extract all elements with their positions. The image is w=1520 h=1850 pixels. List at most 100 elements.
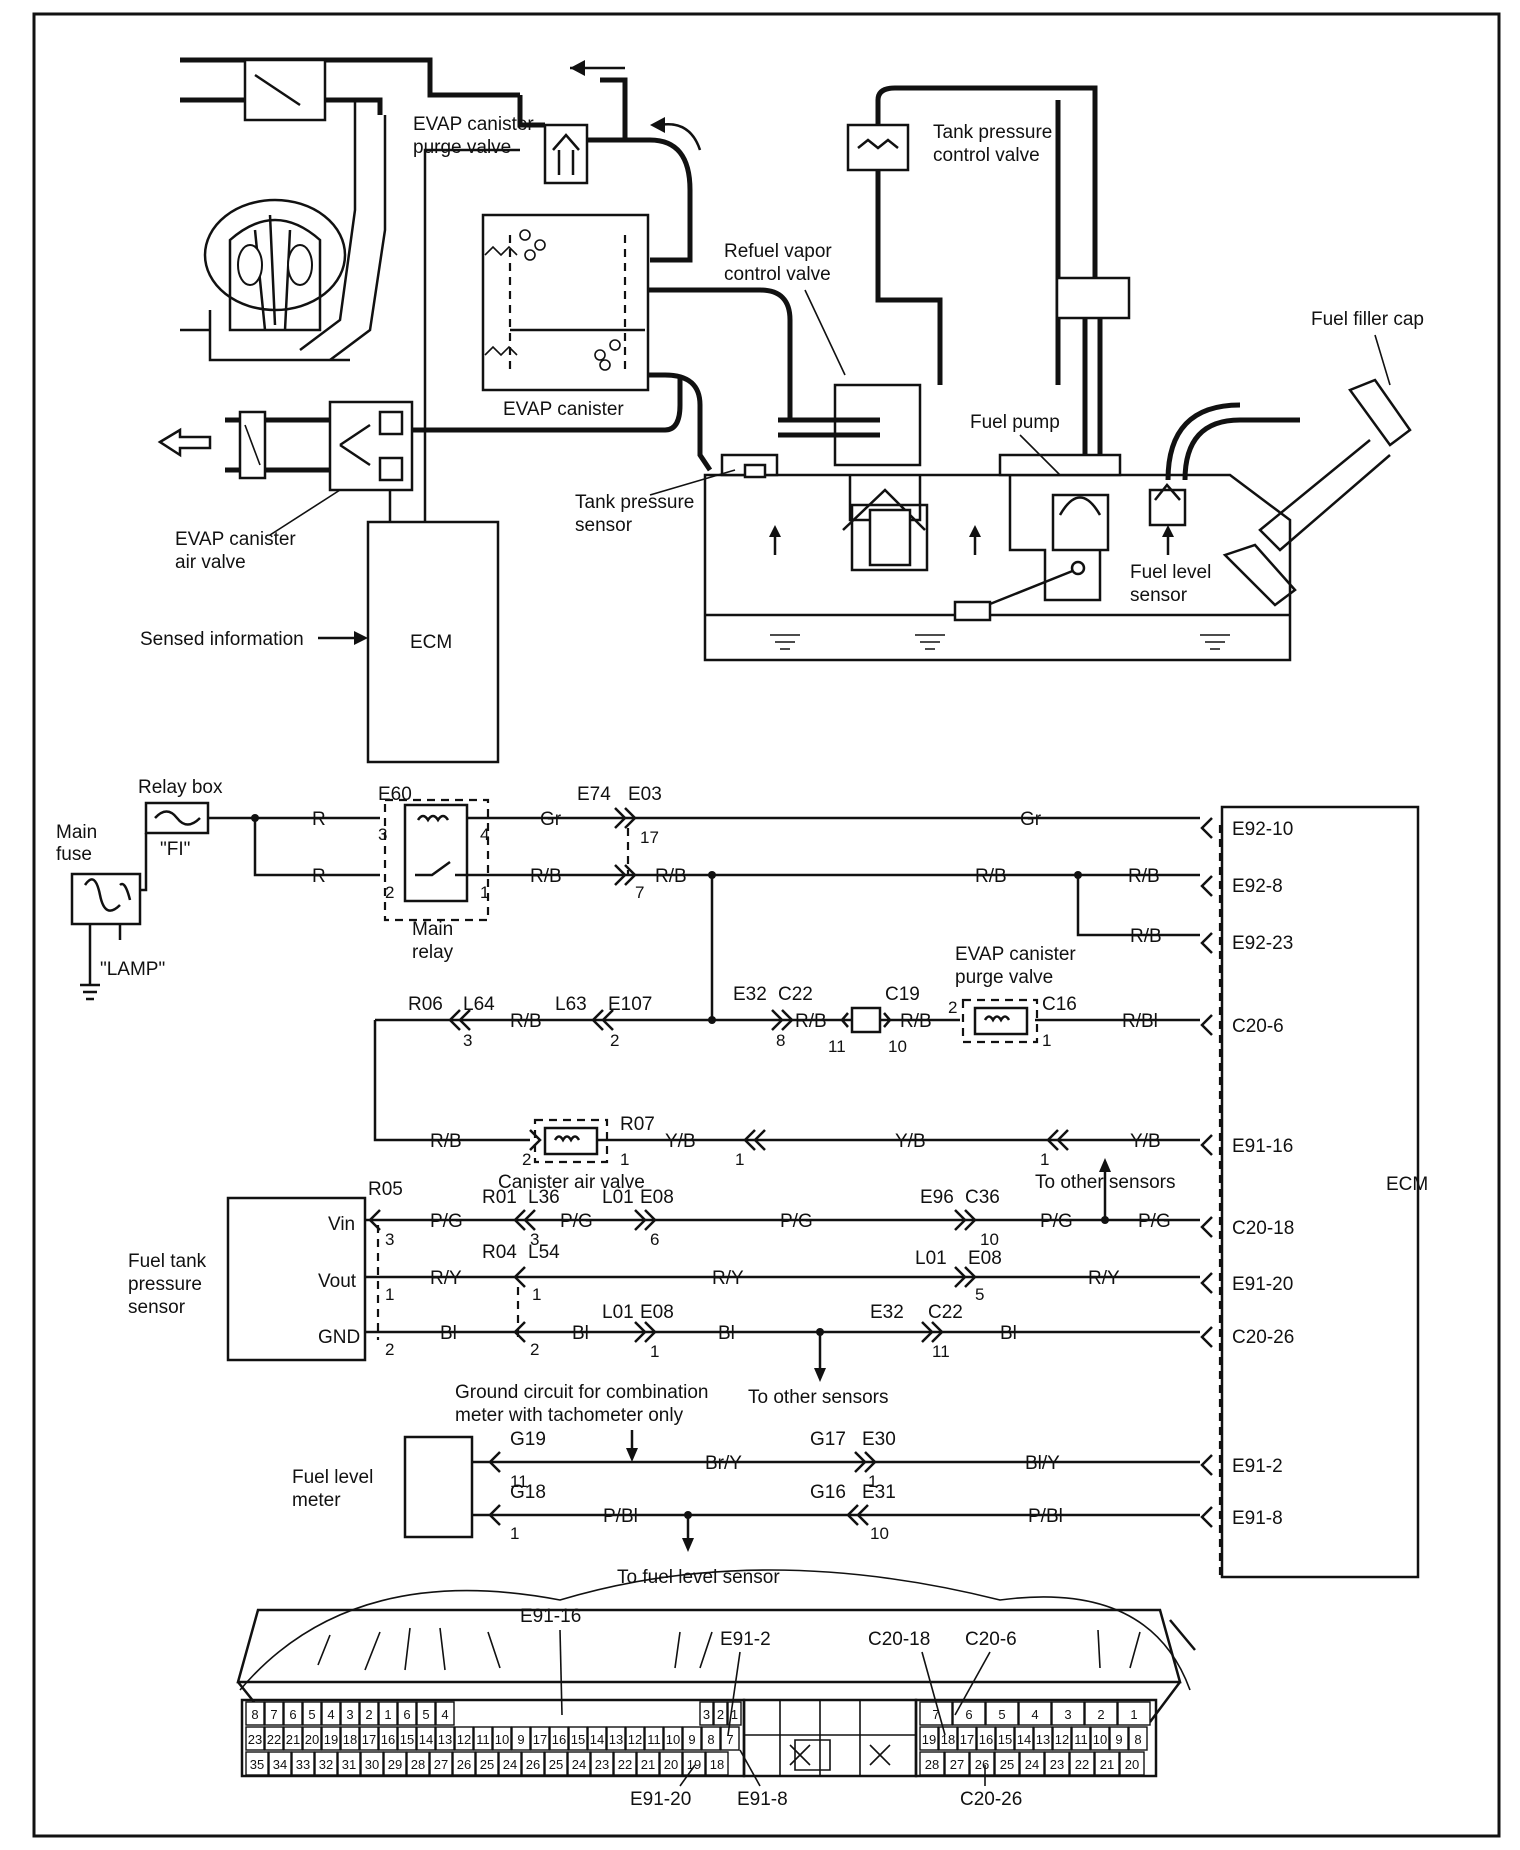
connector-pin-number: 24 bbox=[572, 1757, 586, 1772]
connector-pin-cell bbox=[1094, 1751, 1120, 1776]
connector-pin-number: 17 bbox=[362, 1732, 376, 1747]
connector-pin-cell bbox=[1044, 1751, 1070, 1776]
connector-pin-cell bbox=[969, 1751, 995, 1776]
main-relay-label-line1: Main bbox=[412, 919, 453, 940]
engine-intake-drawing bbox=[180, 57, 520, 362]
connector-pin-number: 15 bbox=[998, 1732, 1012, 1747]
fuel-level-meter-label-line2: meter bbox=[292, 1490, 341, 1511]
connector-pin-number: 5 bbox=[308, 1707, 315, 1722]
connector-g18: G18 bbox=[510, 1482, 546, 1503]
connector-pin-number: 18 bbox=[941, 1732, 955, 1747]
main-fuse bbox=[70, 872, 142, 926]
callout-c20-6: C20-6 bbox=[965, 1629, 1017, 1650]
evap-air-valve-label-line2: air valve bbox=[175, 552, 246, 573]
connector-pin-number: 35 bbox=[250, 1757, 264, 1772]
connector-pin-cell bbox=[644, 1726, 664, 1751]
connector-pin-cell bbox=[682, 1726, 702, 1751]
connector-pin-cell bbox=[245, 1726, 265, 1751]
connector-pin-number: 32 bbox=[319, 1757, 333, 1772]
connector-pin-number: 19 bbox=[687, 1757, 701, 1772]
tank-pressure-sensor-label-line1: Tank pressure bbox=[575, 492, 694, 513]
connector-pin-number: 27 bbox=[434, 1757, 448, 1772]
connector-pin-cell bbox=[452, 1751, 476, 1776]
connector-pin-number: 12 bbox=[457, 1732, 471, 1747]
fuel-pump-label: Fuel pump bbox=[970, 412, 1060, 433]
connector-pin-cell bbox=[1018, 1701, 1052, 1726]
callout-e91-16: E91-16 bbox=[520, 1606, 581, 1627]
connector-pin-cell bbox=[340, 1726, 360, 1751]
main-relay: E60 3 4 2 1 Main relay bbox=[378, 784, 489, 963]
connector-pin-cell bbox=[530, 1726, 550, 1751]
relay-box-label: Relay box bbox=[138, 777, 223, 798]
connector-pin-number: 5 bbox=[422, 1707, 429, 1722]
connector-pin-number: 33 bbox=[296, 1757, 310, 1772]
connector-pin-number: 8 bbox=[251, 1707, 258, 1722]
connector-pin-cell bbox=[492, 1726, 512, 1751]
ecm-terminal-e92-23: E92-23 bbox=[1232, 933, 1293, 954]
connector-c36: C36 bbox=[965, 1187, 1000, 1208]
connector-e96: E96 bbox=[920, 1187, 954, 1208]
connector-pin-number: 24 bbox=[1025, 1757, 1039, 1772]
connector-pin-number: 14 bbox=[419, 1732, 433, 1747]
ecm-terminal-e91-2: E91-2 bbox=[1232, 1456, 1283, 1477]
connector-pin-number: 27 bbox=[950, 1757, 964, 1772]
connector-pin-number: 19 bbox=[922, 1732, 936, 1747]
connector-pin-cell bbox=[976, 1726, 996, 1751]
connector-pin-number: 1 bbox=[1130, 1707, 1137, 1722]
connector-pin-number: 22 bbox=[1075, 1757, 1089, 1772]
canister-air-valve-label: Canister air valve bbox=[498, 1172, 645, 1193]
c19-pin-10: 10 bbox=[888, 1037, 907, 1056]
evap-mechanical-schematic: EVAP canister purge valve EVAP canister … bbox=[140, 57, 1424, 764]
wire-yb-1: Y/B bbox=[665, 1131, 696, 1152]
tank-top-fitting bbox=[1055, 276, 1131, 320]
connector-l64: L64 bbox=[463, 994, 495, 1015]
ecm-terminal-e92-10: E92-10 bbox=[1232, 819, 1293, 840]
evap-canister-label: EVAP canister bbox=[503, 399, 624, 420]
to-fuel-level-sensor: To fuel level sensor bbox=[617, 1567, 780, 1588]
connector-pin-cell bbox=[625, 1726, 645, 1751]
connector-pin-cell bbox=[1084, 1701, 1118, 1726]
connector-pin-number: 19 bbox=[324, 1732, 338, 1747]
connector-pin-number: 10 bbox=[495, 1732, 509, 1747]
connector-pin-number: 13 bbox=[1036, 1732, 1050, 1747]
connector-pin-number: 34 bbox=[273, 1757, 287, 1772]
connector-l01-b: L01 bbox=[915, 1248, 947, 1269]
wire-bly-1: Bl/Y bbox=[1025, 1453, 1060, 1474]
tank-pressure-control-valve-drawing bbox=[846, 85, 1098, 385]
connector-e30: E30 bbox=[862, 1429, 896, 1450]
connector-pin-cell bbox=[359, 1701, 379, 1726]
refuel-vapor-label-line2: control valve bbox=[724, 264, 831, 285]
connector-pin-number: 16 bbox=[552, 1732, 566, 1747]
fuel-tank-drawing bbox=[703, 453, 1292, 662]
connector-pin-number: 2 bbox=[1097, 1707, 1104, 1722]
refuel-vapor-label-line1: Refuel vapor bbox=[724, 241, 832, 262]
e30-pin-1: 1 bbox=[868, 1472, 877, 1491]
connector-pin-number: 16 bbox=[381, 1732, 395, 1747]
fuel-level-sensor-label-line2: sensor bbox=[1130, 585, 1188, 606]
connector-l36: L36 bbox=[528, 1187, 560, 1208]
connector-pin-cell bbox=[473, 1726, 493, 1751]
connector-pin-cell bbox=[682, 1751, 706, 1776]
r05-pin-3: 3 bbox=[385, 1230, 394, 1249]
wire-yb-2: Y/B bbox=[895, 1131, 926, 1152]
wire-ry-3: R/Y bbox=[1088, 1268, 1120, 1289]
fuel-filler-neck-drawing bbox=[1165, 378, 1412, 607]
l36-pin-3: 3 bbox=[530, 1230, 539, 1249]
connector-pin-cell bbox=[587, 1726, 607, 1751]
connector-pin-cell bbox=[378, 1726, 398, 1751]
ecm-right-label: ECM bbox=[1386, 1174, 1428, 1195]
e03-pin-17: 17 bbox=[640, 828, 659, 847]
wire-r-2: R bbox=[312, 866, 326, 887]
connector-pin-number: 15 bbox=[400, 1732, 414, 1747]
connector-c16: C16 bbox=[1042, 994, 1077, 1015]
connector-pin-cell bbox=[302, 1726, 322, 1751]
callout-e91-8: E91-8 bbox=[737, 1789, 788, 1810]
fuel-tank-pressure-sensor-label-line3: sensor bbox=[128, 1297, 186, 1318]
connector-pin-cell bbox=[549, 1726, 569, 1751]
connector-pin-cell bbox=[314, 1751, 338, 1776]
g19-pin-11: 11 bbox=[510, 1472, 528, 1491]
fuel-tank-pressure-sensor-label-line2: pressure bbox=[128, 1274, 202, 1295]
connector-pin-number: 20 bbox=[664, 1757, 678, 1772]
sensor-gnd-label: GND bbox=[318, 1327, 360, 1348]
connector-pin-cell bbox=[1128, 1726, 1148, 1751]
